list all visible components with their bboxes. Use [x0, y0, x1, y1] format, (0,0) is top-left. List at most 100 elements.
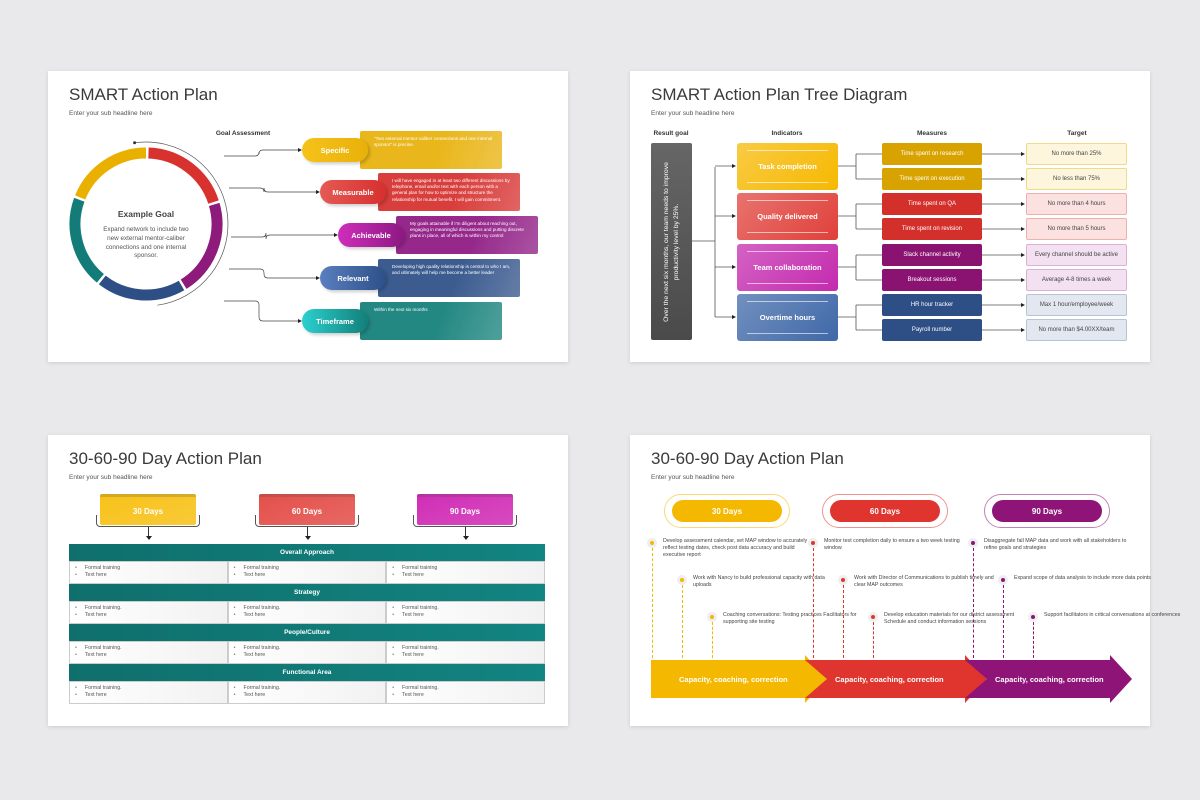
measure-box: HR hour tracker	[882, 294, 982, 316]
arrow-head-icon	[298, 319, 302, 323]
phase-arrow-90	[965, 655, 1132, 703]
indicator-box: Overtime hours	[737, 294, 838, 341]
bullet-item: Formal training	[75, 565, 227, 572]
slide-smart-action-plan[interactable]: SMART Action Plan Enter your sub headlin…	[48, 71, 568, 362]
bullet-item: Text here	[75, 612, 227, 619]
arrow-head-icon	[298, 148, 302, 152]
table-cell: Formal training.Text here	[227, 681, 387, 704]
table-cell: Formal trainingText here	[227, 561, 387, 584]
slide-title: SMART Action Plan	[69, 85, 218, 104]
timeline-item-text: Disaggregate fall MAP data and work with…	[984, 538, 1127, 552]
smart-item-measurable-pill: Measurable	[320, 180, 386, 204]
bullet-item: Text here	[75, 652, 227, 659]
bullet-item: Formal training.	[392, 685, 544, 692]
bullet-item: Text here	[234, 652, 386, 659]
measure-box: Slack channel activity	[882, 244, 982, 266]
bullet-item: Text here	[234, 612, 386, 619]
section-header: People/Culture	[69, 624, 545, 641]
target-box: No more than 25%	[1026, 143, 1127, 165]
table-cell: Formal training.Text here	[386, 641, 545, 664]
target-box: Average 4-8 times a week	[1026, 269, 1127, 291]
bullet-item: Text here	[392, 652, 544, 659]
arrow-head-icon	[1021, 177, 1025, 181]
arrow-head-icon	[732, 265, 736, 269]
smart-item-description: "Two external mentor-caliber connections…	[360, 131, 502, 169]
slide-subtitle: Enter your sub headline here	[69, 110, 153, 117]
tree-connectors	[692, 152, 1025, 332]
smart-item-achievable-pill: Achievable	[338, 223, 404, 247]
slide-title: SMART Action Plan Tree Diagram	[651, 85, 908, 104]
bracket	[96, 515, 200, 527]
connector-line	[838, 154, 857, 179]
bullet-item: Formal training.	[234, 645, 386, 652]
phase-pill-ring	[664, 494, 790, 528]
dashed-connector	[682, 585, 683, 658]
bullet-item: Formal training.	[234, 685, 386, 692]
section-label: Goal Assessment	[215, 130, 271, 137]
arrow-head-icon	[316, 190, 320, 194]
connector-line	[838, 204, 857, 229]
target-box: No more than 5 hours	[1026, 218, 1127, 240]
phase-pill-90: 90 Days	[992, 500, 1102, 522]
indicator-box: Quality delivered	[737, 193, 838, 240]
phase-arrow-60	[805, 655, 987, 703]
day-card-60: 60 Days	[259, 494, 355, 525]
dashed-connector	[843, 585, 844, 658]
bracket	[255, 515, 359, 527]
slide-title: 30-60-90 Day Action Plan	[69, 449, 262, 468]
section-header: Strategy	[69, 584, 545, 601]
arrow-head-icon	[732, 164, 736, 168]
day-card-30: 30 Days	[100, 494, 196, 525]
timeline-item-text: Expand scope of data analysis to include…	[1014, 575, 1151, 581]
target-box: Every channel should be active	[1026, 244, 1127, 266]
bullet-item: Formal training.	[75, 645, 227, 652]
arrow-line	[307, 527, 308, 537]
slide-30-60-90-table[interactable]: 30-60-90 Day Action Plan Enter your sub …	[48, 435, 568, 726]
timeline-item-text: Work with Nancy to build professional ca…	[693, 575, 825, 589]
connector-line	[838, 255, 857, 280]
smart-item-relevant-pill: Relevant	[320, 266, 386, 290]
connector-line	[224, 300, 300, 322]
arrow-head-icon	[732, 214, 736, 218]
dashed-connector	[813, 548, 814, 658]
slide-title: 30-60-90 Day Action Plan	[651, 449, 844, 468]
phase-pill-60: 60 Days	[830, 500, 940, 522]
header-measures: Measures	[917, 130, 947, 137]
dashed-connector	[1003, 585, 1004, 658]
connector-line	[838, 305, 857, 330]
goal-text: Expand network to include two new extern…	[103, 226, 189, 260]
table-cell: Formal training.Text here	[227, 601, 387, 624]
timeline-dot-icon	[868, 612, 878, 622]
timeline-item-text: Coaching conversations: Testing practice…	[723, 612, 857, 626]
smart-item-specific-pill: Specific	[302, 138, 368, 162]
arrow-down-icon	[145, 536, 152, 540]
arrow-head-icon	[1021, 328, 1025, 332]
timeline-item-text: Develop education materials for our dist…	[884, 612, 1015, 626]
slide-tree-diagram[interactable]: SMART Action Plan Tree Diagram Enter you…	[630, 71, 1150, 362]
measure-box: Time spent on execution	[882, 168, 982, 190]
table-cell: Formal training.Text here	[227, 641, 387, 664]
table-cell: Formal training.Text here	[386, 601, 545, 624]
timeline-dot-icon	[707, 612, 717, 622]
phase-arrow-band	[651, 655, 1132, 703]
header-target: Target	[1067, 130, 1087, 137]
goal-title: Example Goal	[117, 209, 175, 219]
table-cell: Formal training.Text here	[69, 601, 228, 624]
phase-pill-30: 30 Days	[672, 500, 782, 522]
slide-30-60-90-timeline[interactable]: 30-60-90 Day Action Plan Enter your sub …	[630, 435, 1180, 726]
measure-box: Time spent on QA	[882, 193, 982, 215]
header-result-goal: Result goal	[653, 130, 689, 137]
arrow-head-icon	[316, 276, 320, 280]
bullet-item: Formal training.	[75, 605, 227, 612]
bullet-item: Text here	[75, 692, 227, 699]
phase-arrow-label: Capacity, coaching, correction	[835, 675, 944, 684]
bullet-item: Text here	[392, 572, 544, 579]
timeline-dot-icon	[808, 538, 818, 548]
day-card-90: 90 Days	[417, 494, 513, 525]
smart-item-description: My goals attainable if I'm diligent abou…	[396, 216, 538, 254]
bullet-item: Text here	[234, 572, 386, 579]
connector-line	[229, 268, 318, 279]
timeline-dot-icon	[838, 575, 848, 585]
ring-segment	[75, 147, 147, 200]
connector-line	[231, 232, 336, 240]
